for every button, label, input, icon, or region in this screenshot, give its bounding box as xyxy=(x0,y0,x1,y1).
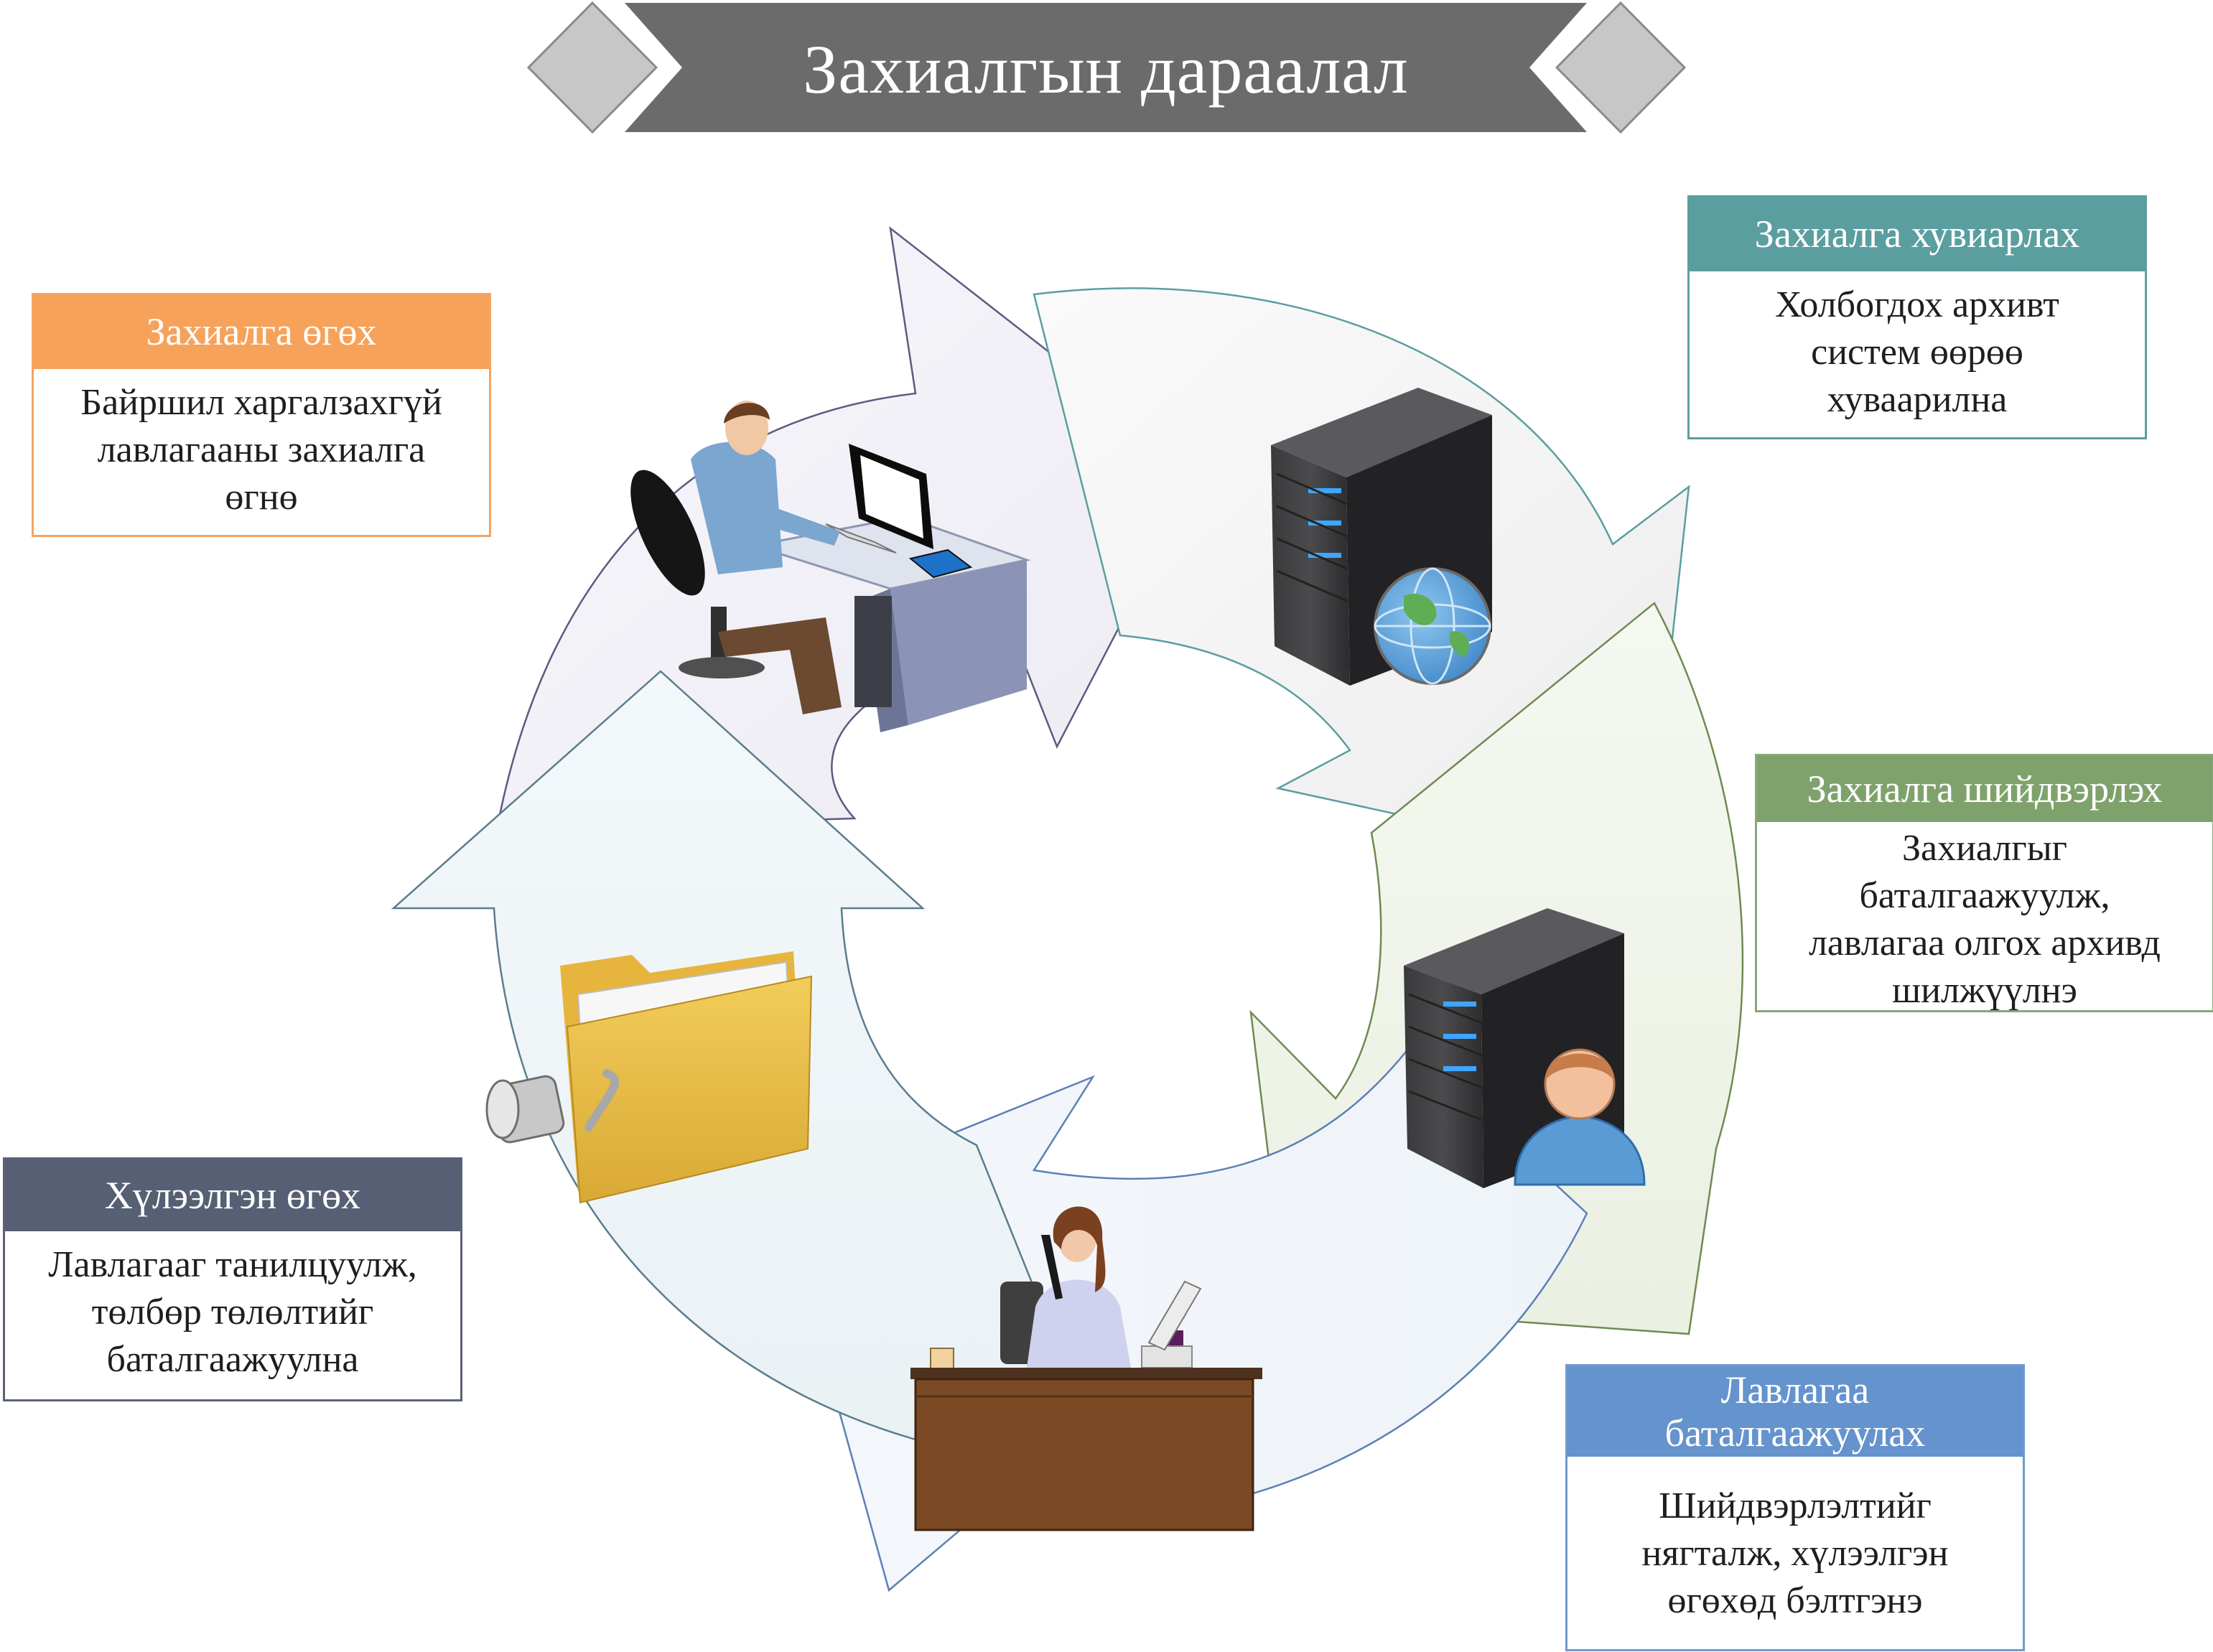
stage-description: Шийдвэрлэлтийг нягталж, хүлээлгэн өгөхөд… xyxy=(1641,1485,1949,1622)
stage-header: Хүлээлгэн өгөх xyxy=(5,1159,460,1231)
stage-header: Захиалга хувиарлах xyxy=(1690,197,2145,271)
title-banner-shape xyxy=(526,1,1687,134)
office-worker-icon xyxy=(630,401,1031,732)
stage-order-resolve: Захиалга шийдвэрлэх Захиалгыг баталгаажу… xyxy=(1755,754,2213,1012)
locked-folder-icon xyxy=(485,951,813,1204)
diamond-right-icon xyxy=(1555,1,1687,134)
stage-header: Захиалга шийдвэрлэх xyxy=(1757,756,2212,822)
stage-description: Байршил харгалзахгүй лавлагааны захиалга… xyxy=(80,382,442,518)
diamond-left-icon xyxy=(526,1,658,134)
receptionist-icon xyxy=(910,1206,1262,1531)
stage-order-distribute: Захиалга хувиарлах Холбогдох архивт сист… xyxy=(1687,195,2147,439)
stage-header: Захиалга өгөх xyxy=(34,295,489,369)
server-globe-icon xyxy=(1271,388,1492,686)
server-user-icon xyxy=(1404,908,1646,1188)
stage-header: Лавлагаа баталгаажуулах xyxy=(1567,1366,2023,1457)
stage-description: Холбогдох архивт систем өөрөө хуваарилна xyxy=(1775,284,2059,421)
page-title: Захиалгын дараалал xyxy=(803,30,1409,108)
stage-order-submit: Захиалга өгөх Байршил харгалзахгүй лавла… xyxy=(32,293,491,537)
stage-description: Лавлагааг танилцуулж, төлбөр төлөлтийг б… xyxy=(48,1244,417,1381)
stage-description: Захиалгыг баталгаажуулж, лавлагаа олгох … xyxy=(1808,828,2161,1012)
stage-handover: Хүлээлгэн өгөх Лавлагааг танилцуулж, төл… xyxy=(3,1157,462,1401)
stage-reference-confirm: Лавлагаа баталгаажуулах Шийдвэрлэлтийг н… xyxy=(1565,1364,2025,1651)
